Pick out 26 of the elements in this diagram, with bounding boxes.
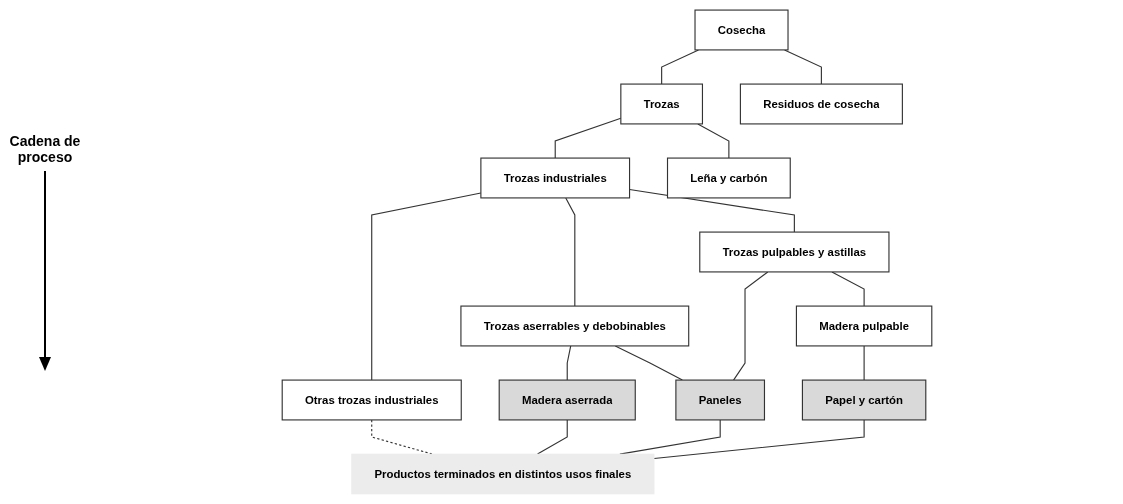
node-box: Cosecha	[693, 9, 789, 51]
node-box: Leña y carbón	[666, 157, 791, 199]
node-box: Madera aserrada	[498, 379, 636, 421]
connector	[564, 197, 575, 307]
node-box: Otras trozas industriales	[281, 379, 462, 421]
node-box: Productos terminados en distintos usos finales	[350, 453, 654, 495]
node-box: Papel y cartón	[801, 379, 926, 421]
axis-label: Cadena de proceso	[8, 133, 82, 165]
node-box: Madera pulpable	[795, 305, 932, 347]
connector	[660, 49, 699, 85]
connector	[370, 192, 481, 381]
connector	[566, 345, 571, 381]
connector	[554, 117, 621, 159]
connector	[696, 123, 729, 159]
node-box: Paneles	[674, 379, 765, 421]
connector	[536, 419, 568, 455]
node-box: Residuos de cosecha	[739, 83, 903, 125]
connector	[732, 271, 768, 381]
node-box: Trozas industriales	[479, 157, 630, 199]
node-box: Trozas aserrables y debobinables	[459, 305, 689, 347]
connector	[783, 49, 822, 85]
connector	[863, 345, 865, 381]
node-box: Trozas pulpables y astillas	[698, 231, 890, 273]
connector	[652, 419, 865, 460]
node-box: Trozas	[619, 83, 703, 125]
connector	[614, 345, 683, 381]
